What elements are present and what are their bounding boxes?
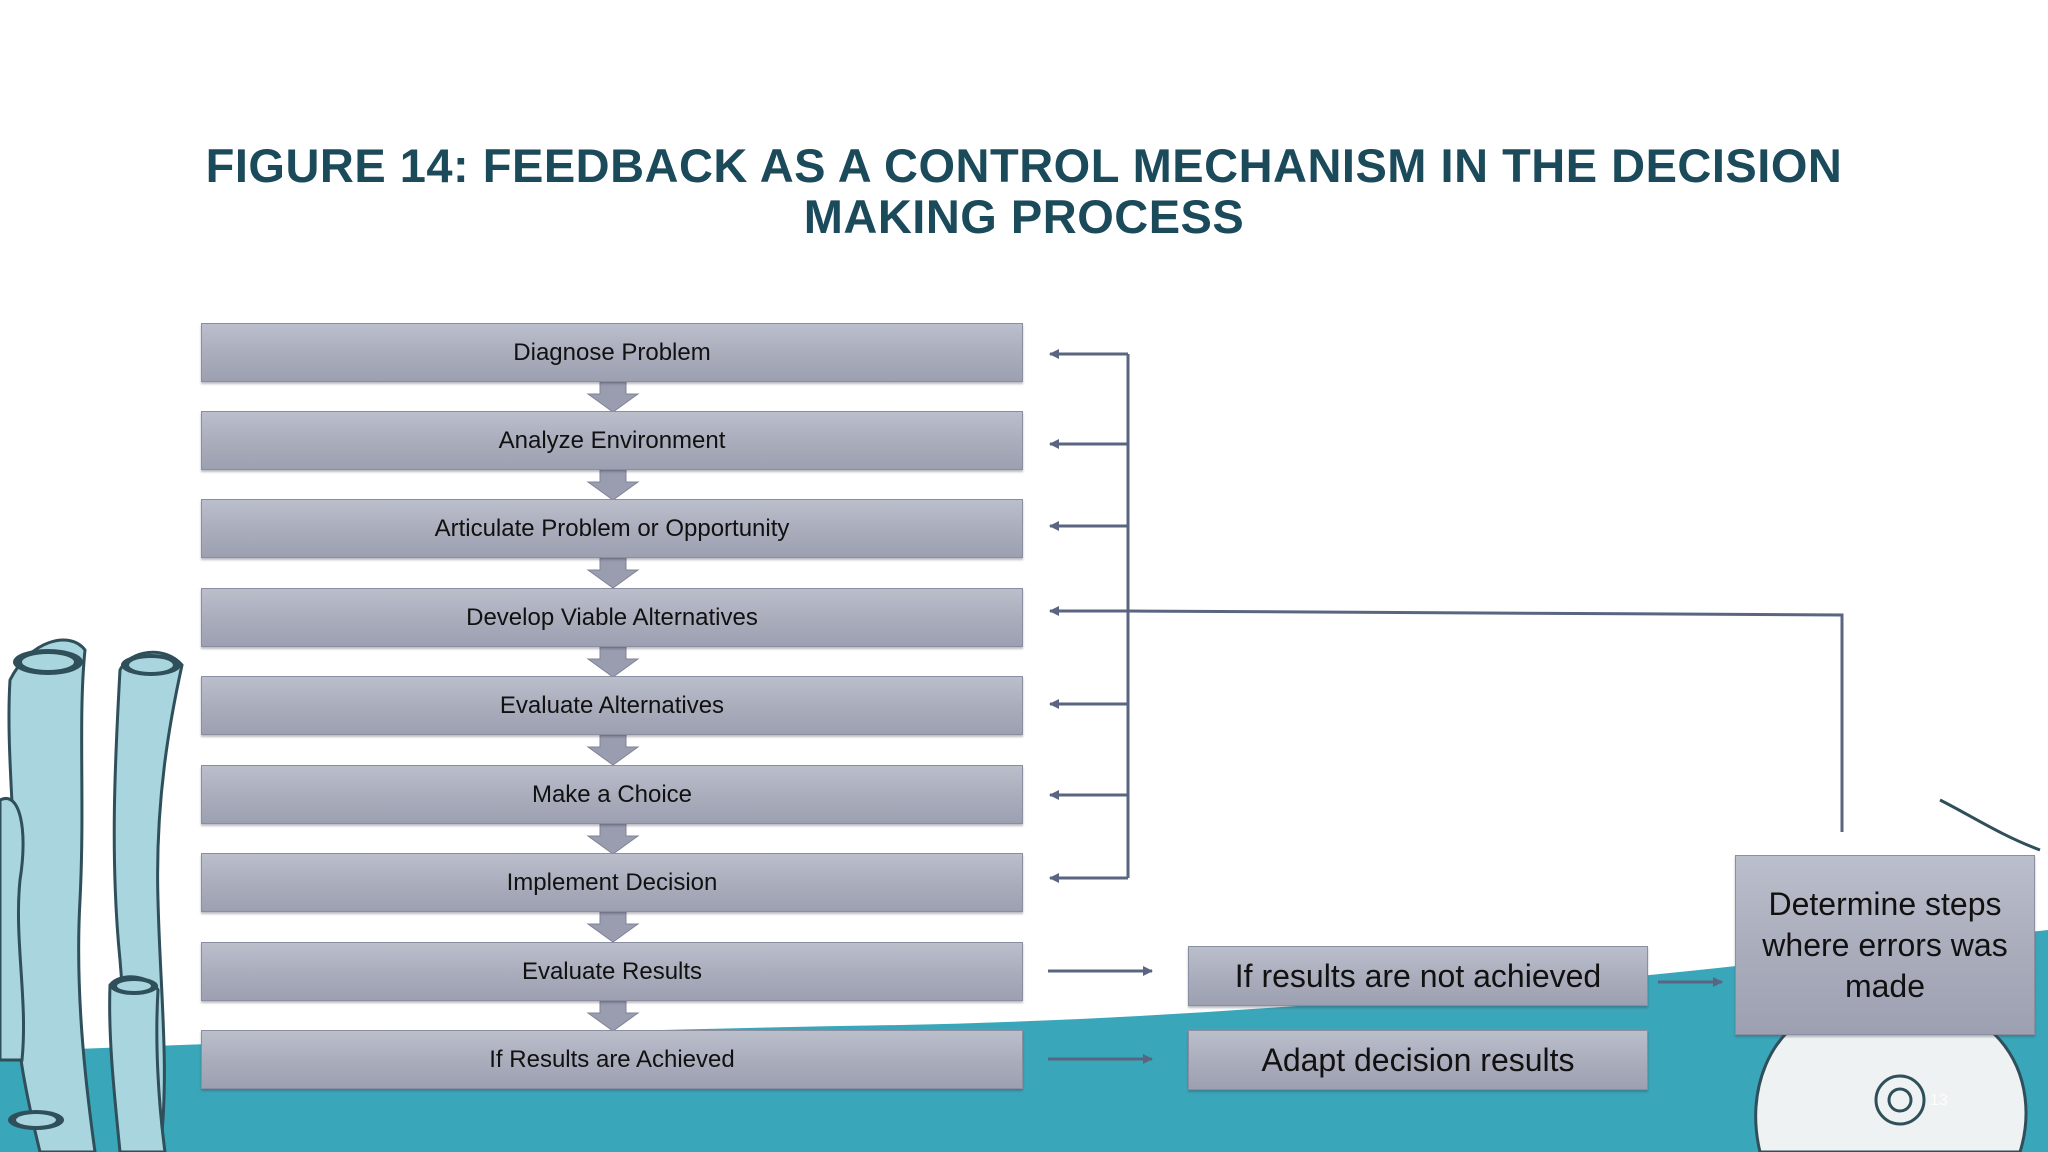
down-chevrons bbox=[586, 381, 640, 1032]
step-evaluate-alternatives: Evaluate Alternatives bbox=[201, 676, 1023, 735]
adapt-decision-results-box: Adapt decision results bbox=[1188, 1030, 1648, 1090]
step-develop-alternatives: Develop Viable Alternatives bbox=[201, 588, 1023, 647]
chevron-down-icon bbox=[586, 646, 640, 678]
page-number: 13 bbox=[1930, 1092, 1948, 1109]
teal-wave bbox=[0, 930, 2048, 1152]
step-make-choice: Make a Choice bbox=[201, 765, 1023, 824]
chevron-down-icon bbox=[586, 381, 640, 413]
step-evaluate-results: Evaluate Results bbox=[201, 942, 1023, 1001]
step-implement-decision: Implement Decision bbox=[201, 853, 1023, 912]
chevron-down-icon bbox=[586, 823, 640, 855]
chevron-down-icon bbox=[586, 557, 640, 589]
step-analyze-environment: Analyze Environment bbox=[201, 411, 1023, 470]
slide-title: FIGURE 14: FEEDBACK AS A CONTROL MECHANI… bbox=[205, 139, 1843, 243]
chevron-down-icon bbox=[586, 911, 640, 943]
chevron-down-icon bbox=[586, 1000, 640, 1032]
error-loop-line bbox=[1127, 609, 1844, 832]
determine-error-steps-box: Determine steps where errors was made bbox=[1735, 855, 2035, 1035]
chevron-down-icon bbox=[586, 734, 640, 766]
step-results-achieved: If Results are Achieved bbox=[201, 1030, 1023, 1089]
feedback-bracket bbox=[1048, 349, 1844, 1064]
step-articulate-problem: Articulate Problem or Opportunity bbox=[201, 499, 1023, 558]
coral-left bbox=[0, 638, 184, 1152]
coral-openings-inner bbox=[16, 654, 173, 1126]
step-diagnose-problem: Diagnose Problem bbox=[201, 323, 1023, 382]
results-not-achieved-box: If results are not achieved bbox=[1188, 946, 1648, 1006]
chevron-down-icon bbox=[586, 469, 640, 501]
